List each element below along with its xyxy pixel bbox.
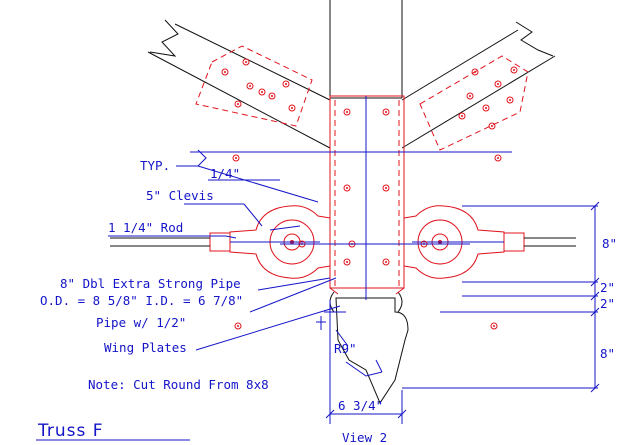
bolt-hole (382, 108, 390, 116)
pipe-label-line1: 8" Dbl Extra Strong Pipe (60, 276, 241, 291)
bolt-center (385, 187, 387, 189)
bolt-center (235, 157, 237, 159)
pipe-label-line4: Wing Plates (104, 340, 187, 355)
bolt-hole (494, 154, 502, 162)
vertical-dimension-line (590, 201, 600, 393)
bolt-hole (258, 88, 266, 96)
bolt-center (461, 115, 463, 117)
left-rod (110, 232, 320, 252)
bolt-hole (234, 322, 242, 330)
bolt-center (285, 83, 287, 85)
bolt-hole (288, 104, 296, 112)
bolt-center (385, 111, 387, 113)
bolt-hole (343, 258, 351, 266)
bolt-hole (221, 68, 229, 76)
bolt-center (346, 261, 348, 263)
note-label: Note: Cut Round From 8x8 (88, 377, 269, 392)
right-diagonal-member (401, 21, 556, 149)
bolt-center (469, 95, 471, 97)
bolt-hole (494, 80, 502, 88)
typ-label: TYP. (140, 158, 170, 173)
left-diagonal-member (147, 19, 331, 149)
dimension-label-top: 8" (602, 236, 617, 251)
bolt-hole (488, 122, 496, 130)
bolt-center (497, 83, 499, 85)
bolt-hole (510, 66, 518, 74)
right-gusset-plate (419, 55, 529, 151)
clevis-label: 5" Clevis (146, 188, 214, 203)
bolt-center (346, 187, 348, 189)
bolt-center (245, 61, 247, 63)
bolt-center (237, 325, 239, 327)
right-rod (412, 232, 576, 252)
bolt-center (261, 91, 263, 93)
bolt-center (493, 325, 495, 327)
bolt-center (385, 261, 387, 263)
bolt-hole (343, 108, 351, 116)
bolt-hole (506, 96, 514, 104)
bolt-hole (234, 100, 242, 108)
bolt-hole (471, 68, 479, 76)
view-label: View 2 (342, 430, 387, 445)
bolt-hole (242, 58, 250, 66)
weld-size-label: 1/4" (210, 166, 240, 181)
bolt-hole (343, 184, 351, 192)
bolt-hole (382, 258, 390, 266)
pipe-plate (329, 95, 405, 295)
bolt-center (509, 99, 511, 101)
bolt-hole (490, 322, 498, 330)
bolt-center (485, 107, 487, 109)
bolt-center (224, 71, 226, 73)
radius-label: R9" (334, 341, 357, 356)
bolt-center (474, 71, 476, 73)
bolt-hole (482, 104, 490, 112)
bolt-center (346, 111, 348, 113)
dimension-label-2a: 2" (600, 280, 615, 295)
dimension-label-2b: 2" (600, 296, 615, 311)
pipe-label-line3: Pipe w/ 1/2" (96, 315, 186, 330)
bolt-center (497, 157, 499, 159)
leader-lines (108, 149, 349, 351)
dimension-label-bottom: 8" (600, 346, 615, 361)
radius-leader (345, 359, 383, 377)
bolt-hole (268, 92, 276, 100)
left-gusset-plate (195, 45, 313, 127)
bolt-center (271, 95, 273, 97)
bolt-center (491, 125, 493, 127)
bolt-center (249, 85, 251, 87)
drawing-title: Truss F (37, 421, 104, 441)
bolt-hole (232, 154, 240, 162)
bolt-hole (466, 92, 474, 100)
bolt-center (237, 103, 239, 105)
rod-label: 1 1/4" Rod (108, 220, 183, 235)
bolt-hole (458, 112, 466, 120)
bolt-center (291, 107, 293, 109)
pipe-label-line2: O.D. = 8 5/8" I.D. = 6 7/8" (40, 293, 243, 308)
width-dimension-line (325, 300, 407, 424)
bolt-holes (221, 58, 518, 330)
vertical-post (329, 0, 403, 99)
bolt-center (513, 69, 515, 71)
bolt-hole (246, 82, 254, 90)
construction-lines (190, 96, 598, 389)
bolt-hole (282, 80, 290, 88)
width-dimension-label: 6 3/4" (338, 398, 383, 413)
bolt-hole (382, 184, 390, 192)
